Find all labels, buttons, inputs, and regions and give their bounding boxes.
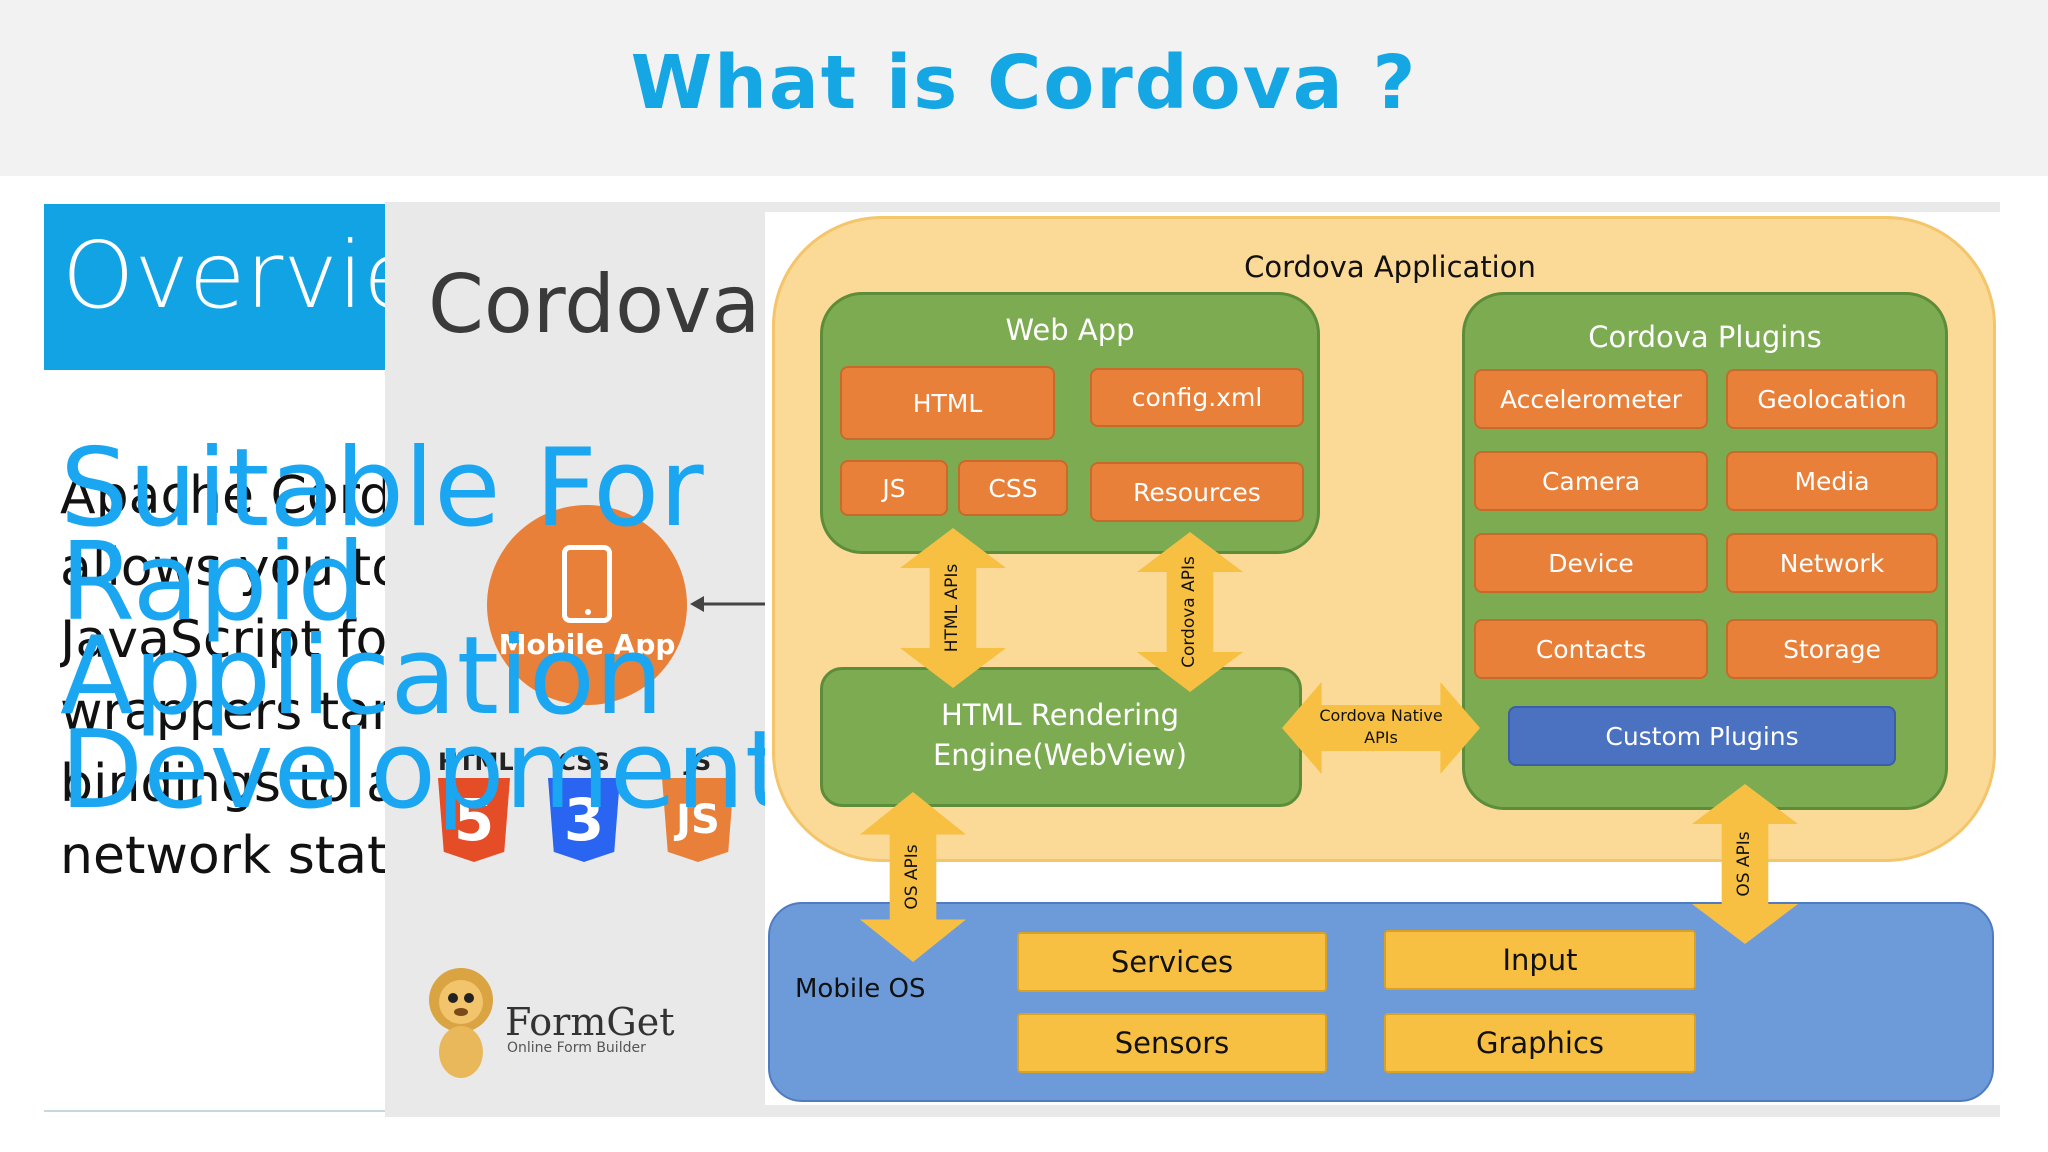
overview-body: Apache Cord allows you to JavaScript fo …	[60, 460, 390, 880]
lion-mascot-icon	[429, 968, 493, 1078]
js-badge-label: JS	[684, 748, 712, 776]
slide-title: What is Cordova ?	[630, 40, 1418, 126]
os-apis-left-label: OS APIs	[902, 844, 922, 910]
mobile-os-title: Mobile OS	[795, 974, 926, 1004]
plugin-custom: Custom Plugins	[1508, 706, 1896, 766]
cordova-apis-label: Cordova APIs	[1179, 556, 1199, 668]
css3-icon: 3	[548, 778, 620, 862]
native-apis-label: Cordova Native APIs	[1319, 706, 1443, 747]
plugin-camera: Camera	[1474, 451, 1708, 511]
css-badge-label: CSS	[558, 748, 610, 776]
html-apis-label: HTML APIs	[942, 563, 962, 653]
web-app-css: CSS	[958, 460, 1068, 516]
overlay-heading: Suitable For Rapid Application Developme…	[60, 426, 788, 833]
os-input: Input	[1384, 930, 1696, 990]
plugin-network: Network	[1726, 533, 1938, 593]
body-line: Apache Cord	[60, 466, 390, 526]
plugin-accelerometer: Accelerometer	[1474, 369, 1708, 429]
os-apis-right-label: OS APIs	[1734, 831, 1754, 897]
mobile-app-circle	[487, 505, 687, 705]
plugin-media: Media	[1726, 451, 1938, 511]
arrow-left-icon	[690, 596, 770, 612]
html5-icon: 5	[438, 778, 510, 862]
tablet-icon	[562, 545, 612, 623]
plugin-storage: Storage	[1726, 619, 1938, 679]
cordova-application-title: Cordova Application	[1244, 250, 1536, 284]
web-app-js: JS	[840, 460, 948, 516]
os-graphics: Graphics	[1384, 1013, 1696, 1073]
overview-banner: Overview	[44, 204, 389, 370]
web-app-title: Web App	[1005, 313, 1135, 347]
formget-tagline: Online Form Builder	[507, 1040, 646, 1056]
html-badge-label: HTML	[438, 748, 514, 776]
web-app-html: HTML	[840, 366, 1055, 440]
divider-line	[44, 1110, 389, 1112]
body-line: bindings to a	[60, 754, 390, 814]
web-app-resources: Resources	[1090, 462, 1304, 522]
web-app-config-xml: config.xml	[1090, 368, 1304, 427]
plugin-contacts: Contacts	[1474, 619, 1708, 679]
js-icon: JS	[662, 778, 734, 862]
mobile-os-box	[768, 902, 1994, 1102]
os-sensors: Sensors	[1017, 1013, 1327, 1073]
mobile-app-label: Mobile App	[498, 628, 676, 661]
body-line: JavaScript fo	[60, 610, 388, 670]
rendering-engine-box	[820, 667, 1302, 807]
os-services: Services	[1017, 932, 1327, 992]
body-line: allows you to	[60, 538, 390, 598]
cordova-plugins-title: Cordova Plugins	[1588, 320, 1822, 354]
rendering-engine-label: HTML Rendering Engine(WebView)	[932, 698, 1188, 772]
plugin-geolocation: Geolocation	[1726, 369, 1938, 429]
body-line: network stat	[60, 826, 388, 880]
plugin-device: Device	[1474, 533, 1708, 593]
formget-logo-text: FormGet	[505, 1000, 675, 1044]
slide-header	[0, 0, 2048, 176]
body-line: wrappers tar	[60, 682, 390, 742]
overview-label: Overview	[62, 222, 389, 329]
